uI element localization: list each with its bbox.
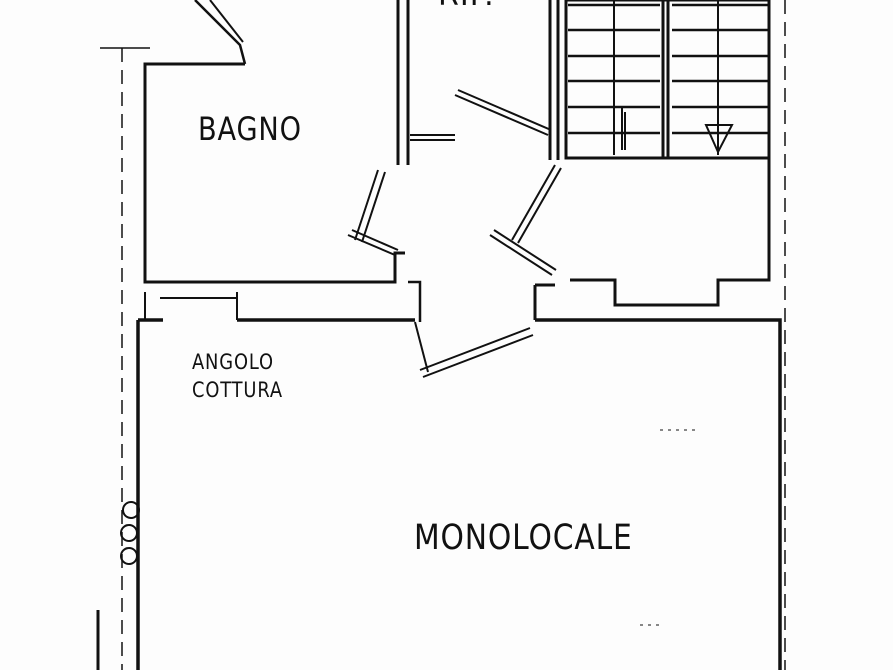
utility-symbols [120, 501, 140, 565]
stair-arrow-up [621, 108, 626, 150]
storage-walls [396, 0, 560, 165]
bathroom-top-diagonal [194, 0, 247, 65]
corridor-wall [570, 158, 771, 307]
stair-divider [661, 0, 670, 158]
room-label-kitchenette: ANGOLO COTTURA [192, 348, 283, 404]
room-label-kitchenette-line2: COTTURA [192, 378, 283, 402]
studio-walls [136, 318, 782, 670]
room-label-bathroom: BAGNO [198, 110, 302, 148]
bathroom-walls [143, 62, 405, 284]
doors [347, 89, 562, 378]
outer-dashed-line [121, 0, 786, 670]
room-label-kitchenette-line1: ANGOLO [192, 350, 274, 374]
room-label-studio: MONOLOCALE [414, 518, 633, 558]
stair-arrow-down [704, 124, 734, 155]
room-label-storage: RIP. [438, 0, 495, 13]
